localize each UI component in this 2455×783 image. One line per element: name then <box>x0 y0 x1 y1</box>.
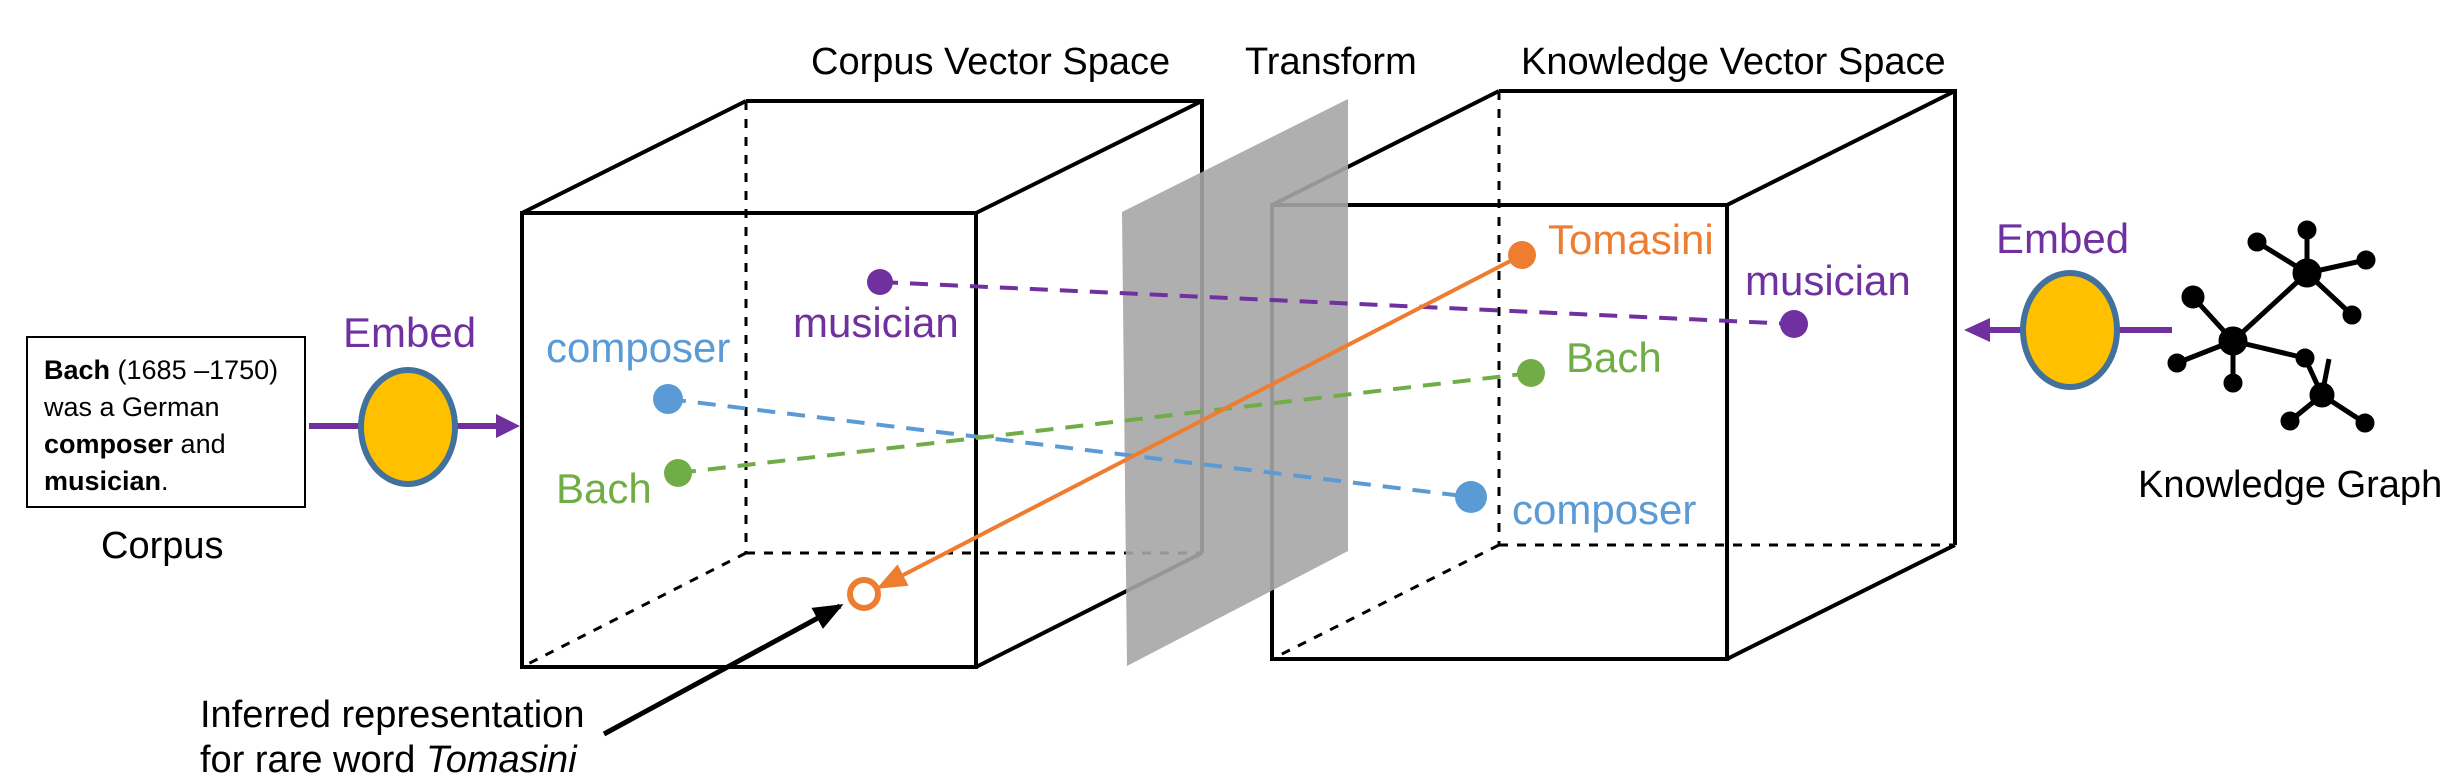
right-embed-label: Embed <box>1996 215 2129 262</box>
corpus-word-bach: Bach <box>44 355 111 385</box>
corpus-points <box>653 269 893 611</box>
inferred-callout-arrow <box>602 603 844 737</box>
left-embed-node <box>358 367 458 487</box>
right-embed: Embed <box>1964 215 2172 390</box>
knowledge-bach-label: Bach <box>1566 334 1662 381</box>
corpus-composer-point <box>653 384 683 414</box>
corpus-line-3: composer and <box>44 426 304 463</box>
transform-plane <box>1122 99 1348 666</box>
corpus-text-box: Bach (1685 –1750) was a German composer … <box>26 336 306 508</box>
bach-correspondence-line <box>677 371 1532 475</box>
musician-correspondence-line <box>879 280 1795 326</box>
corpus-tomasini-inferred-point <box>847 577 881 611</box>
inferred-caption-line2: for rare word Tomasini <box>200 739 578 778</box>
inferred-caption-prefix: for rare word <box>200 739 426 778</box>
left-embed: Embed <box>309 309 520 487</box>
corpus-musician-point <box>867 269 893 295</box>
knowledge-musician-point <box>1780 310 1808 338</box>
corpus-musician-label: musician <box>793 299 959 346</box>
corpus-line-1: Bach (1685 –1750) <box>44 352 304 389</box>
right-embed-arrowhead <box>1964 318 1990 342</box>
corpus-word-musician: musician <box>44 466 162 496</box>
inferred-caption-line1: Inferred representation <box>200 694 584 736</box>
corpus-bach-label: Bach <box>556 465 652 512</box>
corpus-composer-label: composer <box>546 324 730 371</box>
knowledge-tomasini-point <box>1508 241 1536 269</box>
inferred-caption-word: Tomasini <box>426 739 578 778</box>
corpus-label: Corpus <box>101 525 224 567</box>
corpus-bach-point <box>664 459 692 487</box>
knowledge-graph-icon <box>2167 220 2376 433</box>
tomasini-inference-arrow <box>876 253 1523 589</box>
corpus-dates: (1685 –1750) <box>110 355 279 385</box>
knowledge-graph-label: Knowledge Graph <box>2138 464 2442 506</box>
transform-title: Transform <box>1245 41 1417 83</box>
corpus-period: . <box>161 466 169 496</box>
knowledge-composer-label: composer <box>1512 486 1696 533</box>
knowledge-points <box>1455 241 1808 513</box>
corpus-word-composer: composer <box>44 429 174 459</box>
left-embed-label: Embed <box>343 309 476 356</box>
corpus-and: and <box>173 429 226 459</box>
left-embed-arrowhead <box>496 414 520 438</box>
corpus-line-2: was a German <box>44 392 220 422</box>
composer-correspondence-line <box>667 397 1472 499</box>
knowledge-musician-label: musician <box>1745 257 1911 304</box>
knowledge-composer-point <box>1455 481 1487 513</box>
knowledge-bach-point <box>1517 359 1545 387</box>
knowledge-vector-space-title: Knowledge Vector Space <box>1521 41 1946 83</box>
right-embed-node <box>2020 270 2120 390</box>
corpus-line-4: musician. <box>44 463 304 500</box>
knowledge-tomasini-label: Tomasini <box>1548 216 1714 263</box>
corpus-vector-space-title: Corpus Vector Space <box>811 41 1170 83</box>
